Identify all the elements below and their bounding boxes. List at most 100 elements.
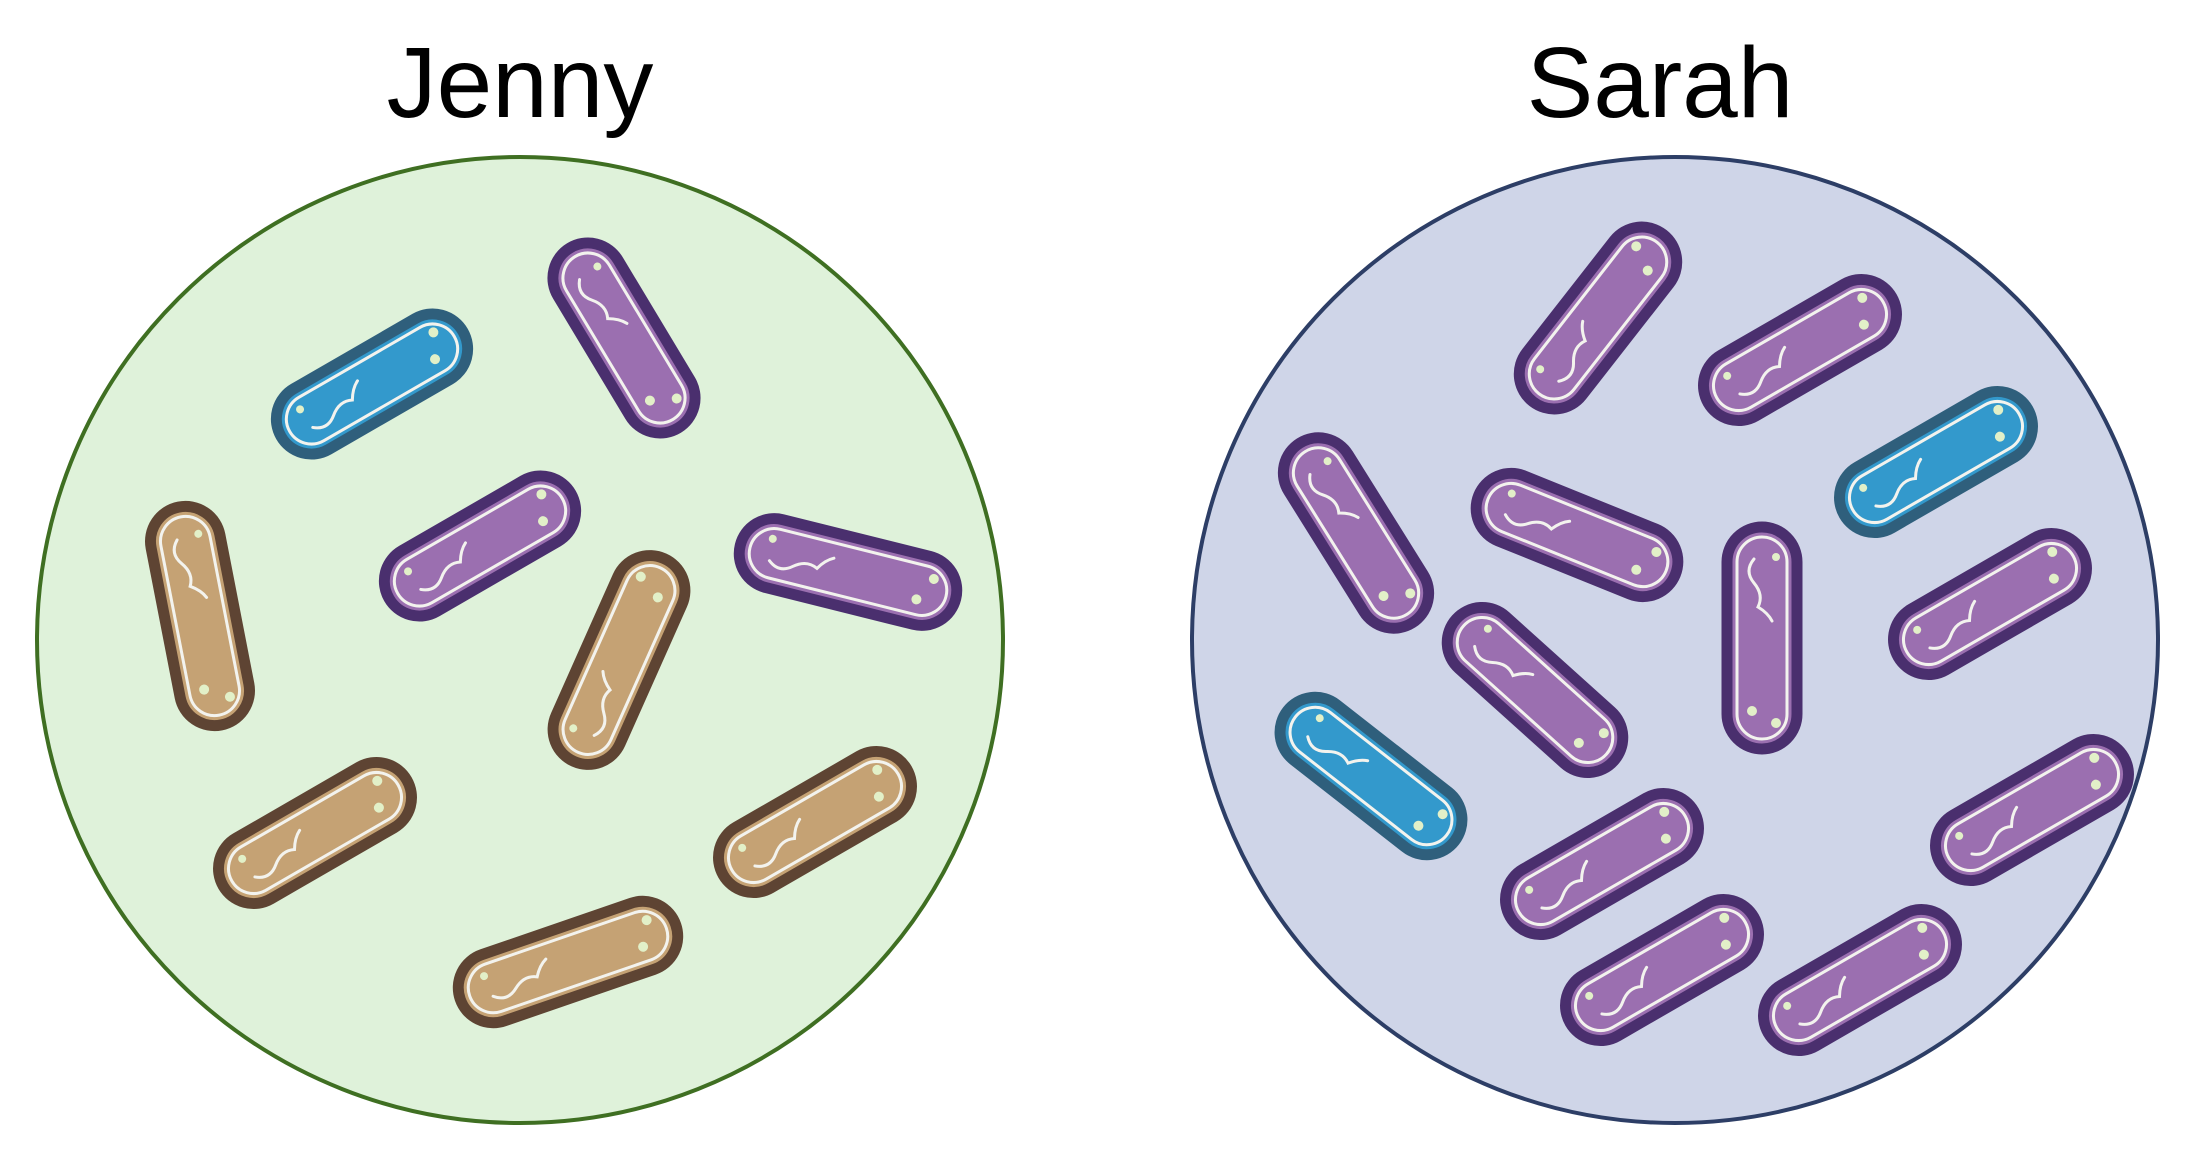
bacterium-dna — [767, 556, 836, 571]
bacterium-purple — [1513, 221, 1683, 415]
bacterium-body — [1277, 432, 1435, 634]
bacterium-granule — [1413, 820, 1424, 831]
bacterium-granule — [1994, 431, 2005, 442]
bacterium-granule — [1315, 714, 1324, 723]
bacterium-body — [1888, 528, 2092, 680]
bacterium-granule — [1955, 831, 1964, 840]
bacterium-purple — [547, 237, 701, 439]
bacterium-granule — [1525, 885, 1534, 894]
bacterium-granule — [1857, 292, 1868, 303]
bacterium-membrane — [158, 514, 242, 718]
bacterium-granule — [638, 941, 649, 952]
bacterium-granule — [224, 691, 235, 702]
bacterium-dna — [592, 669, 613, 737]
bacterium-body — [1513, 221, 1683, 415]
bacterium-granule — [1483, 624, 1492, 633]
bacterium-granule — [2089, 752, 2100, 763]
sarah-circle — [1190, 155, 2160, 1125]
bacterium-dna — [1557, 319, 1588, 383]
bacterium-purple — [1277, 432, 1435, 634]
bacterium-body — [713, 746, 917, 898]
bacterium-purple — [1721, 521, 1803, 755]
bacterium-granule — [644, 395, 655, 406]
bacterium-granule — [1378, 590, 1389, 601]
bacterium-granule — [2047, 546, 2058, 557]
bacterium-dna — [1473, 644, 1535, 678]
bacterium-granule — [1720, 939, 1731, 950]
bacterium-membrane — [1772, 918, 1948, 1042]
bacterium-body — [1930, 734, 2134, 886]
bacterium-membrane — [1288, 705, 1454, 847]
bacterium-purple — [1470, 467, 1684, 603]
bacterium-membrane — [284, 322, 460, 446]
bacterium-dna — [1503, 513, 1572, 532]
jenny-label: Jenny — [386, 27, 654, 139]
bacterium-membrane — [747, 527, 949, 617]
bacterium-granule — [1323, 457, 1332, 466]
bacterium-body — [1470, 467, 1684, 603]
bacterium-body — [1274, 691, 1468, 861]
bacterium-granule — [635, 571, 646, 582]
bacterium-dna — [1970, 805, 2019, 856]
bacterium-dna — [491, 957, 548, 1000]
bacterium-granule — [296, 405, 305, 414]
bacterium-membrane — [727, 760, 903, 884]
bacterium-granule — [480, 972, 489, 981]
bacterium-granule — [1507, 489, 1516, 498]
bacterium-body — [1500, 788, 1704, 940]
bacterium-purple — [733, 513, 963, 631]
bacterium-membrane — [1902, 542, 2078, 666]
bacterium-dna — [1600, 965, 1649, 1016]
bacterium-dna — [253, 828, 302, 879]
bacterium-purple — [1888, 528, 2092, 680]
bacterium-dna — [1928, 599, 1977, 650]
bacterium-body — [1758, 904, 1962, 1056]
bacterium-granule — [1573, 737, 1584, 748]
bacterium-granule — [199, 684, 210, 695]
bacterium-body — [1441, 601, 1629, 779]
bacterium-granule — [1660, 833, 1671, 844]
sarah-label: Sarah — [1526, 27, 1794, 139]
bacterium-membrane — [1574, 908, 1750, 1032]
bacterium-granule — [768, 534, 777, 543]
bacterium-purple — [1758, 904, 1962, 1056]
bacterium-dna — [1747, 557, 1774, 623]
bacterium-purple — [1930, 734, 2134, 886]
bacterium-membrane — [392, 484, 568, 608]
jenny-group — [35, 155, 1005, 1125]
sarah-group — [1190, 155, 2160, 1125]
bacterium-body — [1834, 386, 2038, 538]
bacterium-purple — [1698, 274, 1902, 426]
bacterium-membrane — [1712, 288, 1888, 412]
bacterium-granule — [1993, 404, 2004, 415]
bacterium-granule — [1771, 718, 1781, 728]
bacterium-dna — [172, 538, 209, 599]
bacterium-body — [1698, 274, 1902, 426]
bacterium-granule — [1772, 553, 1780, 561]
bacterium-granule — [1631, 241, 1642, 252]
bacterium-body — [378, 470, 582, 622]
bacterium-granule — [1783, 1001, 1792, 1010]
bacterium-granule — [1631, 564, 1642, 575]
bacterium-granule — [911, 594, 922, 605]
bacterium-dna — [577, 278, 629, 325]
bacterium-granule — [873, 791, 884, 802]
bacterium-granule — [1536, 365, 1545, 374]
bacterium-purple — [1500, 788, 1704, 940]
bacterium-body — [270, 308, 474, 460]
bacterium-membrane — [227, 771, 403, 895]
bacterium-granule — [1405, 588, 1416, 599]
bacterium-membrane — [1735, 535, 1789, 741]
bacterium-tan — [452, 895, 684, 1029]
bacterium-granule — [428, 327, 439, 338]
bacterium-membrane — [466, 909, 670, 1015]
bacterium-granule — [1918, 949, 1929, 960]
bacterium-granule — [738, 843, 747, 852]
bacterium-granule — [1585, 991, 1594, 1000]
bacterium-purple — [378, 470, 582, 622]
bacterium-granule — [372, 775, 383, 786]
bacterium-granule — [2090, 779, 2101, 790]
bacterium-granule — [1719, 912, 1730, 923]
bacterium-body — [547, 237, 701, 439]
bacterium-membrane — [1484, 481, 1670, 589]
